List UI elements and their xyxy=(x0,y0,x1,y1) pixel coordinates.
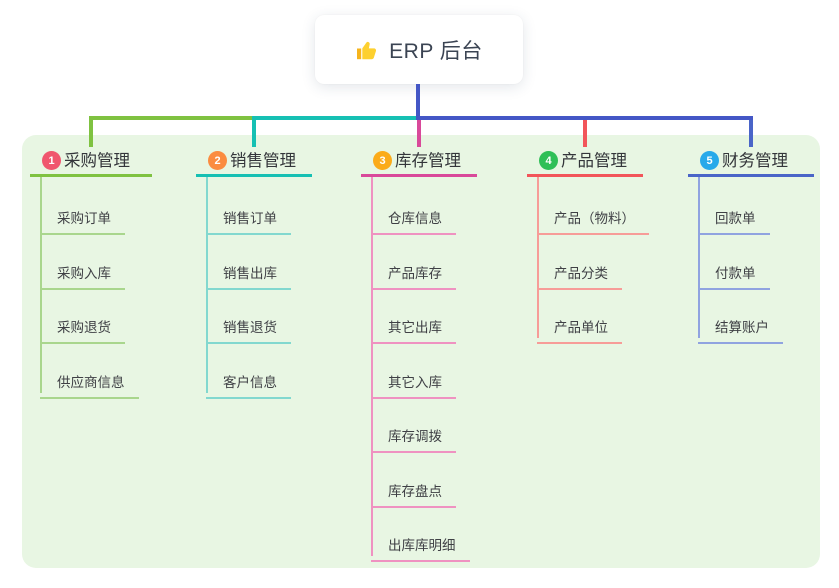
leaf-node[interactable]: 出库库明细 xyxy=(371,528,470,562)
branch-drop-line xyxy=(252,120,256,147)
branch-child-line xyxy=(40,177,42,393)
leaf-node[interactable]: 其它出库 xyxy=(371,310,456,344)
leaf-node[interactable]: 库存调拨 xyxy=(371,419,456,453)
branch-drop-line xyxy=(89,120,93,147)
branch-child-line xyxy=(698,177,700,338)
branch-number-badge: 3 xyxy=(373,151,392,170)
root-connector-line xyxy=(416,84,420,116)
leaf-node[interactable]: 销售退货 xyxy=(206,310,291,344)
branch-node-4[interactable]: 产品管理 xyxy=(561,152,627,170)
branch-number-badge: 2 xyxy=(208,151,227,170)
branch-node-5[interactable]: 财务管理 xyxy=(722,152,788,170)
leaf-node[interactable]: 库存盘点 xyxy=(371,474,456,508)
branch-number-badge: 5 xyxy=(700,151,719,170)
branch-child-line xyxy=(371,177,373,556)
leaf-node[interactable]: 采购退货 xyxy=(40,310,125,344)
branch-underline xyxy=(527,174,643,177)
branch-number-badge: 1 xyxy=(42,151,61,170)
leaf-node[interactable]: 付款单 xyxy=(698,256,770,290)
branch-node-3[interactable]: 库存管理 xyxy=(395,152,461,170)
thumbs-up-icon xyxy=(355,38,379,62)
leaf-node[interactable]: 仓库信息 xyxy=(371,201,456,235)
branches-panel xyxy=(22,135,820,568)
leaf-node[interactable]: 其它入库 xyxy=(371,365,456,399)
leaf-node[interactable]: 产品库存 xyxy=(371,256,456,290)
leaf-node[interactable]: 销售订单 xyxy=(206,201,291,235)
branch-drop-line xyxy=(749,120,753,147)
branch-underline xyxy=(30,174,152,177)
leaf-node[interactable]: 采购入库 xyxy=(40,256,125,290)
branch-drop-line xyxy=(583,120,587,147)
branch-drop-line xyxy=(417,120,421,147)
bus-line xyxy=(89,116,252,120)
leaf-node[interactable]: 客户信息 xyxy=(206,365,291,399)
root-node-label: ERP 后台 xyxy=(389,39,483,63)
leaf-node[interactable]: 供应商信息 xyxy=(40,365,139,399)
branch-child-line xyxy=(206,177,208,393)
leaf-node[interactable]: 销售出库 xyxy=(206,256,291,290)
bus-line xyxy=(416,116,753,120)
leaf-node[interactable]: 产品分类 xyxy=(537,256,622,290)
bus-line xyxy=(252,116,416,120)
branch-underline xyxy=(688,174,814,177)
branch-child-line xyxy=(537,177,539,338)
branch-node-2[interactable]: 销售管理 xyxy=(230,152,296,170)
leaf-node[interactable]: 结算账户 xyxy=(698,310,783,344)
leaf-node[interactable]: 回款单 xyxy=(698,201,770,235)
leaf-node[interactable]: 产品单位 xyxy=(537,310,622,344)
branch-number-badge: 4 xyxy=(539,151,558,170)
branch-underline xyxy=(196,174,312,177)
leaf-node[interactable]: 产品（物料） xyxy=(537,201,649,235)
root-node[interactable]: ERP 后台 xyxy=(315,15,523,84)
branch-underline xyxy=(361,174,477,177)
leaf-node[interactable]: 采购订单 xyxy=(40,201,125,235)
branch-node-1[interactable]: 采购管理 xyxy=(64,152,130,170)
